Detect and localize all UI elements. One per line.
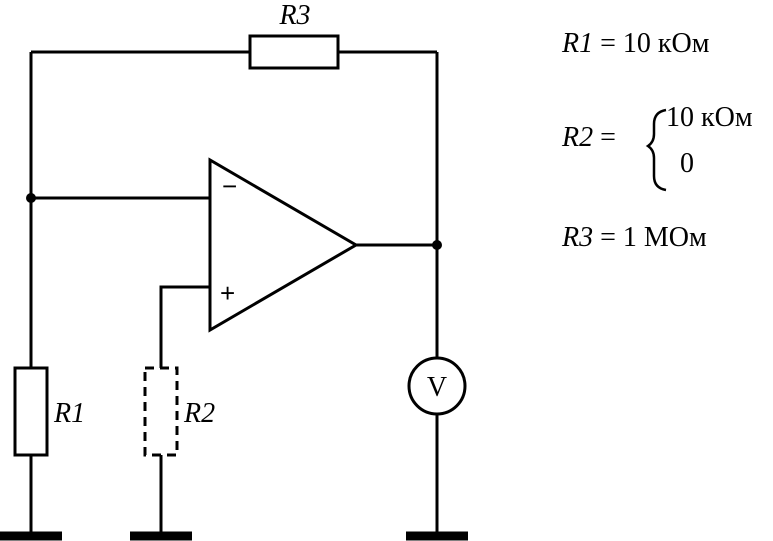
junction-dot-left — [26, 193, 36, 203]
label-r1: R1 — [53, 398, 85, 429]
op-amp-triangle — [208, 157, 359, 333]
wires — [29, 50, 439, 533]
values-legend: R1 = 10 кОм R2 = 10 кОм 0 R3 = 1 МОм — [561, 28, 753, 253]
value-r1: R1 = 10 кОм — [561, 28, 710, 59]
label-r3: R3 — [278, 0, 310, 31]
resistor-r1 — [13, 366, 49, 457]
resistor-r2-dashed — [143, 366, 179, 457]
op-amp-plus-sign: + — [220, 278, 235, 308]
resistor-r3 — [248, 34, 340, 70]
voltmeter-circle — [407, 356, 467, 416]
label-r2: R2 — [183, 398, 215, 429]
value-r3: R3 = 1 МОм — [561, 222, 707, 253]
non-inverting-input-wire — [159, 285, 210, 368]
voltmeter-label: V — [427, 372, 447, 403]
junction-dot-right — [432, 240, 442, 250]
r2-brace — [645, 108, 667, 192]
value-r2-option-1: 10 кОм — [666, 102, 753, 133]
value-r2-option-2: 0 — [680, 148, 694, 179]
value-r2: R2 = — [561, 122, 616, 153]
op-amp-minus-sign: − — [222, 171, 237, 201]
